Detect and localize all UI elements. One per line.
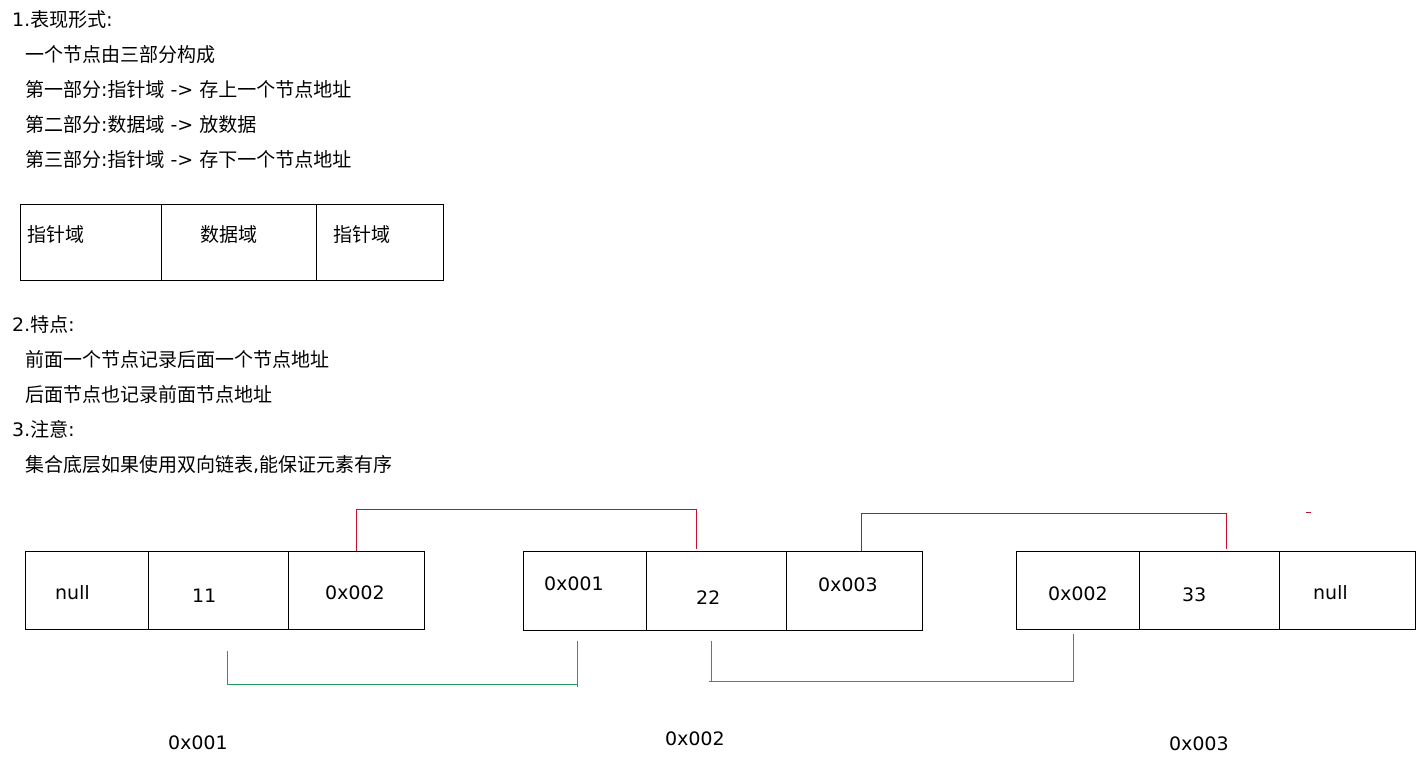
node-2 <box>523 551 923 631</box>
notes-line-1: 集合底层如果使用双向链表,能保证元素有序 <box>25 454 393 476</box>
features-line-1: 前面一个节点记录后面一个节点地址 <box>25 349 330 371</box>
forward-link <box>861 513 1227 514</box>
template-data: 数据域 <box>200 224 258 246</box>
node-2-value: 22 <box>696 587 721 609</box>
node-2-next: 0x003 <box>818 574 878 596</box>
backward-link <box>711 641 712 682</box>
node-3-next: null <box>1313 582 1348 604</box>
node-divider <box>1279 552 1280 629</box>
template-prev-pointer: 指针域 <box>27 224 85 246</box>
template-next-pointer: 指针域 <box>333 224 391 246</box>
form-line-4: 第三部分:指针域 -> 存下一个节点地址 <box>25 149 352 171</box>
node-1-value: 11 <box>192 585 217 607</box>
node-template-divider <box>316 205 317 280</box>
node-3-prev: 0x002 <box>1048 583 1108 605</box>
backward-link <box>227 651 228 684</box>
node-divider <box>646 552 647 630</box>
features-heading: 2.特点: <box>12 314 75 336</box>
node-template-divider <box>161 205 162 280</box>
form-line-3: 第二部分:数据域 -> 放数据 <box>25 114 257 136</box>
backward-link <box>227 684 578 685</box>
node-1-next: 0x002 <box>325 582 385 604</box>
node-2-prev: 0x001 <box>544 573 604 595</box>
forward-link <box>356 509 697 510</box>
node-divider <box>786 552 787 630</box>
node-1-address: 0x001 <box>168 732 228 754</box>
node-3-value: 33 <box>1182 584 1207 606</box>
forward-link <box>1226 513 1227 549</box>
form-heading: 1.表现形式: <box>12 9 113 31</box>
node-divider <box>288 552 289 629</box>
node-2-address: 0x002 <box>665 728 725 750</box>
backward-link <box>709 681 1074 682</box>
form-line-2: 第一部分:指针域 -> 存上一个节点地址 <box>25 79 352 101</box>
backward-link <box>1073 634 1074 682</box>
forward-link <box>356 509 357 551</box>
form-line-1: 一个节点由三部分构成 <box>25 44 216 66</box>
node-1 <box>25 551 425 630</box>
node-1-prev: null <box>55 582 90 604</box>
node-template <box>20 204 444 281</box>
node-3 <box>1016 551 1416 630</box>
stray-mark <box>1306 512 1311 513</box>
forward-link <box>861 513 862 551</box>
notes-heading: 3.注意: <box>12 419 75 441</box>
features-line-2: 后面节点也记录前面节点地址 <box>25 384 273 406</box>
forward-link <box>696 509 697 549</box>
backward-link <box>577 641 578 687</box>
node-divider <box>1139 552 1140 629</box>
node-3-address: 0x003 <box>1169 733 1229 755</box>
node-divider <box>148 552 149 629</box>
